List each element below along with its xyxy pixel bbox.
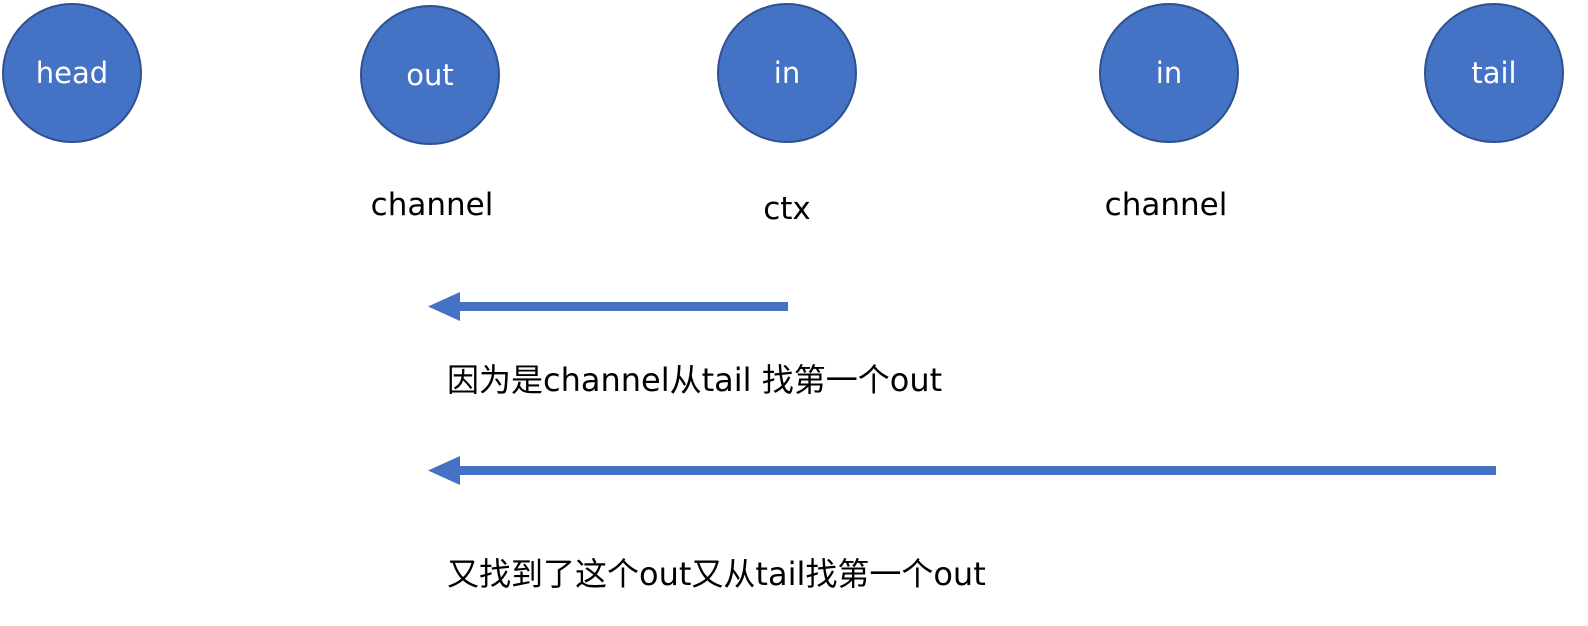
node-out-label: out: [406, 57, 454, 92]
arrow-ctx-to-out: [428, 292, 788, 321]
note-second: 又找到了这个out又从tail找第一个out: [447, 555, 986, 593]
node-in-channel: in: [1099, 3, 1239, 143]
node-in-channel-label: in: [1155, 55, 1183, 90]
node-out-sublabel: channel: [370, 187, 494, 223]
node-in-ctx-sublabel: ctx: [763, 191, 811, 227]
node-in-ctx: in: [717, 3, 857, 143]
node-tail-label: tail: [1471, 55, 1517, 90]
node-head-label: head: [35, 55, 109, 90]
note-first: 因为是channel从tail 找第一个out: [447, 361, 943, 399]
node-tail: tail: [1424, 3, 1564, 143]
arrow-tail-to-out: [428, 456, 1496, 485]
node-out: out: [360, 5, 500, 145]
node-head: head: [2, 3, 142, 143]
node-in-ctx-label: in: [773, 55, 801, 90]
node-in-channel-sublabel: channel: [1104, 187, 1228, 223]
